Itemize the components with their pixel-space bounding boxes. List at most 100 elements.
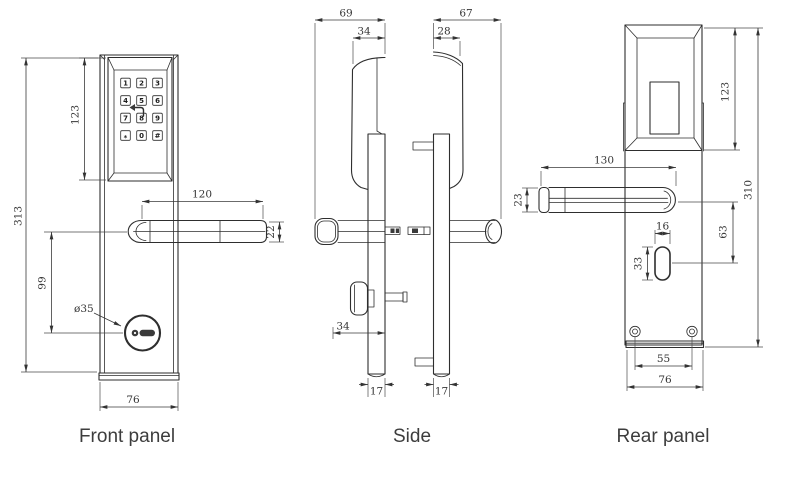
dim-rear-base-width: 76 (626, 350, 704, 391)
keypad-key-label: * (124, 134, 128, 142)
dim-label: 130 (594, 155, 614, 167)
keypad-key-label: 9 (155, 115, 160, 123)
keypad-key-hash: # (152, 130, 163, 141)
dim-side-rear-plate-thickness: 17 (424, 378, 459, 398)
dim-label: 76 (658, 374, 672, 386)
side-front-lever (314, 217, 386, 246)
dim-label: 17 (435, 386, 448, 398)
keypad-key-0: 0 (136, 130, 147, 141)
dim-rear-cover-height: 123 (704, 27, 763, 151)
side-spindle (384, 226, 431, 235)
return-arrow-icon (129, 104, 145, 117)
dim-rear-lever-to-cylinder: 63 (672, 201, 738, 264)
keypad-key-label: 7 (123, 115, 128, 123)
side-view-label: Side (393, 426, 431, 447)
dim-label: 28 (437, 26, 450, 38)
rear-cylinder-slot (654, 246, 671, 281)
front-panel-outline (98, 54, 180, 381)
brand-logo (131, 329, 155, 337)
dim-label: 99 (37, 276, 49, 289)
dim-label: 123 (720, 82, 732, 102)
front-base-cap (98, 372, 180, 381)
keypad-key-label: 6 (155, 97, 160, 105)
dim-side-knob-depth: 34 (332, 321, 385, 339)
front-keypad: 1 2 3 4 5 6 7 8 9 * 0 # (120, 77, 163, 142)
keypad-key-label: 3 (155, 80, 160, 88)
dim-rear-lever-length: 130 (540, 155, 677, 186)
dim-front-lever-width: 22 (265, 221, 284, 243)
keypad-key-3: 3 (152, 77, 163, 89)
rear-base-cap (625, 340, 705, 349)
side-rear-lever (449, 219, 503, 244)
keypad-key-label: 5 (139, 97, 144, 105)
dim-front-cylinder-diameter: ø35 (74, 303, 122, 327)
rear-screw-right (686, 325, 698, 338)
dim-front-lever-length: 120 (141, 189, 264, 219)
keypad-key-4: 4 (120, 95, 131, 106)
rear-panel-outline (624, 24, 705, 349)
rear-battery-cover (623, 24, 704, 152)
front-view: 1 2 3 4 5 6 7 8 9 * 0 # (13, 54, 284, 447)
dim-rear-screw-spacing: 55 (634, 337, 693, 370)
side-thumb-knob (349, 281, 375, 316)
dim-rear-lever-width: 23 (513, 187, 538, 213)
keypad-key-label: # (155, 132, 161, 140)
dim-side-front-overall-depth: 69 (314, 8, 386, 219)
front-cylinder (123, 314, 162, 352)
dim-label: 310 (743, 180, 755, 200)
side-front-plate (350, 56, 386, 378)
dim-side-front-plate-thickness: 17 (359, 378, 394, 398)
keypad-key-9: 9 (152, 112, 163, 124)
dim-label: 33 (633, 257, 645, 270)
dim-front-overall-height: 313 (13, 57, 98, 373)
side-lower-tab (414, 357, 434, 367)
dim-front-base-width: 76 (99, 382, 179, 411)
dim-rear-cylinder-width: 16 (654, 221, 671, 244)
keypad-key-7: 7 (120, 112, 131, 124)
rear-view: 123 310 130 23 16 33 (513, 24, 763, 447)
keypad-key-label: 4 (123, 97, 128, 105)
dim-label: 313 (13, 206, 25, 226)
dim-front-lever-to-cylinder: 99 (37, 231, 127, 334)
side-deadbolt-probe (384, 291, 408, 303)
dim-side-rear-housing-depth: 28 (433, 26, 461, 56)
rear-cover-window (649, 81, 680, 135)
dim-label: 67 (459, 8, 472, 20)
dim-rear-cylinder-height: 33 (633, 246, 653, 281)
keypad-key-5: 5 (136, 95, 147, 106)
dim-label: 63 (718, 225, 730, 238)
keypad-key-2: 2 (136, 77, 147, 89)
dim-label: ø35 (74, 303, 94, 315)
rear-view-label: Rear panel (617, 426, 710, 447)
dim-label: 123 (70, 105, 82, 125)
dim-label: 55 (657, 353, 670, 365)
dim-label: 34 (357, 26, 371, 38)
side-view: 69 34 67 28 34 17 (314, 8, 503, 447)
dim-label: 69 (339, 8, 352, 20)
dim-label: 22 (265, 225, 277, 238)
keypad-key-8: 8 (136, 112, 147, 124)
keypad-key-6: 6 (152, 95, 163, 106)
dim-side-rear-overall-depth: 67 (433, 8, 502, 219)
keypad-key-star: * (120, 130, 131, 142)
keypad-key-label: 8 (139, 115, 144, 123)
dim-rear-overall-height: 310 (705, 28, 763, 348)
dim-label: 23 (513, 193, 525, 206)
rear-screw-left (629, 325, 641, 338)
dim-side-front-housing-depth: 34 (352, 26, 385, 64)
dim-label: 17 (370, 386, 383, 398)
dim-label: 34 (336, 321, 350, 333)
front-keypad-bezel (107, 56, 173, 182)
keypad-key-label: 0 (139, 132, 144, 140)
dim-label: 120 (192, 189, 212, 201)
dim-label: 76 (126, 394, 140, 406)
keypad-key-label: 1 (123, 80, 128, 88)
side-rear-plate (412, 51, 464, 378)
dim-label: 16 (656, 221, 670, 233)
side-upper-tab (412, 141, 434, 151)
rear-lever-handle (538, 186, 676, 214)
front-view-label: Front panel (79, 426, 175, 447)
keypad-key-1: 1 (120, 77, 131, 89)
